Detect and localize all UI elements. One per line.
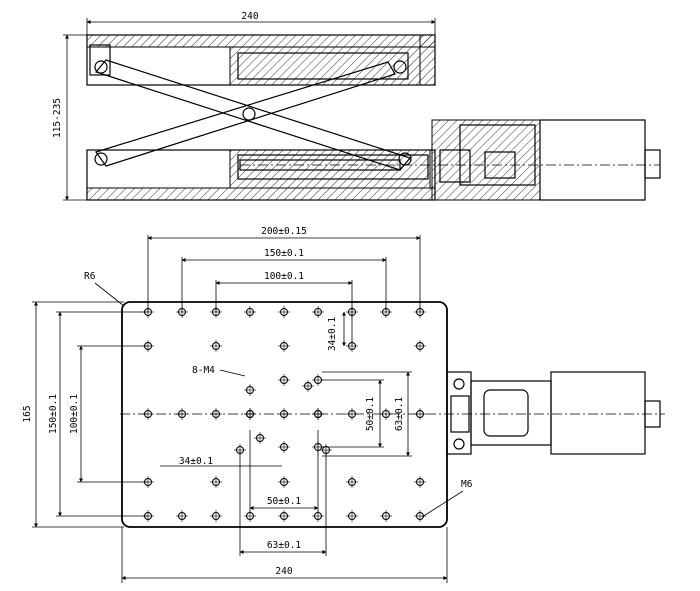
top-plate: [86, 34, 436, 48]
motor-flange: [431, 119, 541, 201]
plan-view: 200±0.15 150±0.1 100±0.1 R6 165 150±0.1 …: [22, 226, 665, 583]
hole-marker: [380, 408, 392, 420]
dim-240-top: 240: [241, 11, 258, 22]
hole-marker: [142, 340, 154, 352]
hole-marker: [234, 444, 246, 456]
hole-marker: [380, 306, 392, 318]
hole-marker: [142, 306, 154, 318]
hole-marker: [278, 408, 290, 420]
hole-marker: [176, 510, 188, 522]
dim-height: 115-235: [52, 98, 63, 138]
hole-marker: [278, 306, 290, 318]
hole-marker: [414, 476, 426, 488]
hole-marker: [380, 510, 392, 522]
dim-50h: 50±0.1: [267, 496, 302, 507]
leader-m6: [421, 490, 464, 518]
top-guide-slot: [237, 52, 409, 80]
hole-marker: [210, 340, 222, 352]
hole-marker: [346, 476, 358, 488]
mounting-holes: [142, 306, 426, 522]
dim-150: 150±0.1: [264, 248, 304, 259]
hole-marker: [346, 408, 358, 420]
motor-knob: [644, 149, 661, 179]
coupling-plan: [450, 395, 470, 433]
hole-marker: [210, 476, 222, 488]
hole-marker: [278, 476, 290, 488]
motor-body: [539, 119, 646, 201]
hole-marker: [414, 408, 426, 420]
hole-marker: [414, 510, 426, 522]
hole-marker: [244, 384, 256, 396]
dim-150v: 150±0.1: [48, 394, 59, 434]
hole-marker: [278, 340, 290, 352]
lead-screw-slot: [237, 154, 429, 180]
hole-marker: [278, 441, 290, 453]
dim-34v: 34±0.1: [327, 317, 338, 352]
hole-marker: [312, 374, 324, 386]
hole-marker: [142, 476, 154, 488]
motor-knob-plan: [644, 400, 661, 428]
hole-marker: [176, 306, 188, 318]
motor-body-plan: [550, 371, 646, 455]
hole-marker: [210, 408, 222, 420]
base-plate: [86, 187, 436, 201]
dim-50v: 50±0.1: [365, 397, 376, 432]
hole-marker: [302, 380, 314, 392]
flange-bolt: [453, 438, 465, 450]
hole-marker: [210, 306, 222, 318]
hole-marker: [278, 374, 290, 386]
scissor-arm-b: [95, 61, 396, 167]
hole-marker: [142, 510, 154, 522]
hole-marker: [312, 510, 324, 522]
flange-bolt: [453, 378, 465, 390]
pivot-block: [89, 44, 111, 76]
dim-100: 100±0.1: [264, 271, 304, 282]
hole-marker: [346, 510, 358, 522]
hole-marker: [176, 408, 188, 420]
label-r6: R6: [84, 271, 96, 282]
coupling-cavity: [459, 124, 536, 186]
hole-marker: [312, 408, 324, 420]
side-view: 240 115-235: [52, 11, 661, 201]
hole-marker: [210, 510, 222, 522]
hole-marker: [414, 306, 426, 318]
leader-r6: [94, 282, 125, 307]
pivot-center: [242, 107, 256, 121]
leader-8-m4: [219, 369, 246, 377]
dim-240-bottom: 240: [275, 566, 292, 577]
hole-marker: [414, 340, 426, 352]
hole-marker: [346, 340, 358, 352]
dim-200: 200±0.15: [261, 226, 307, 237]
pivot-top-right: [393, 60, 407, 74]
coupling-2: [484, 151, 516, 179]
label-8-m4: 8-M4: [192, 365, 215, 376]
hole-marker: [244, 408, 256, 420]
dim-63h: 63±0.1: [267, 540, 302, 551]
hole-marker: [312, 441, 324, 453]
hole-marker: [320, 444, 332, 456]
hole-marker: [142, 408, 154, 420]
dim-165: 165: [22, 405, 33, 422]
hole-marker: [244, 306, 256, 318]
dim-34h: 34±0.1: [179, 456, 214, 467]
adapter-window: [483, 389, 529, 437]
label-m6: M6: [461, 479, 473, 490]
hole-marker: [244, 510, 256, 522]
hole-marker: [312, 306, 324, 318]
hole-marker: [254, 432, 266, 444]
scissor-arm-a: [94, 59, 412, 171]
coupling: [439, 149, 471, 183]
pivot-bottom-left: [94, 152, 108, 166]
hole-marker: [346, 306, 358, 318]
hole-marker: [278, 510, 290, 522]
top-plate-end: [419, 34, 436, 86]
pivot-bottom-right: [398, 152, 412, 166]
dim-100v: 100±0.1: [69, 394, 80, 434]
